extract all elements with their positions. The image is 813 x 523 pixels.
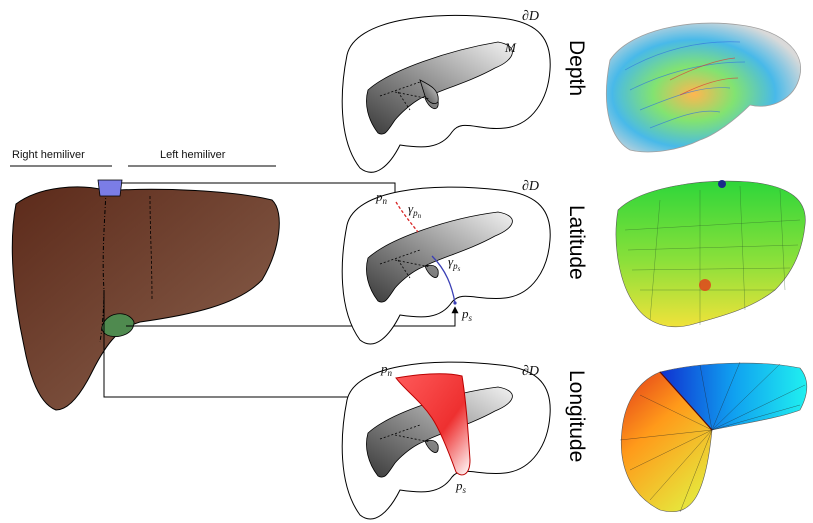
liver-shape bbox=[12, 187, 279, 410]
latitude-label: Latitude bbox=[565, 205, 588, 280]
panel-depth: ∂D M bbox=[342, 9, 550, 172]
manifold-label: M bbox=[504, 40, 517, 55]
ps-label: ps bbox=[455, 478, 467, 495]
boundary-label: ∂D bbox=[522, 9, 539, 24]
boundary-label: ∂D bbox=[522, 364, 539, 379]
ps-point bbox=[453, 301, 456, 304]
depth-liver-render bbox=[606, 23, 800, 152]
boundary-label: ∂D bbox=[522, 179, 539, 194]
panel-latitude: ∂D pn γpn γps ps bbox=[342, 179, 550, 344]
pn-label: pn bbox=[380, 361, 393, 378]
latitude-liver-render bbox=[616, 180, 805, 327]
depth-label: Depth bbox=[565, 40, 588, 96]
panel-longitude: ∂D pn ps bbox=[342, 361, 550, 519]
pn-label: pn bbox=[375, 189, 388, 206]
north-pole-marker bbox=[98, 180, 122, 196]
longitude-liver-render bbox=[620, 362, 807, 512]
longitude-label: Longitude bbox=[565, 370, 588, 462]
ps-label: ps bbox=[461, 306, 473, 323]
right-hemiliver-label: Right hemiliver bbox=[12, 149, 85, 161]
left-hemiliver-label: Left hemiliver bbox=[160, 149, 226, 161]
